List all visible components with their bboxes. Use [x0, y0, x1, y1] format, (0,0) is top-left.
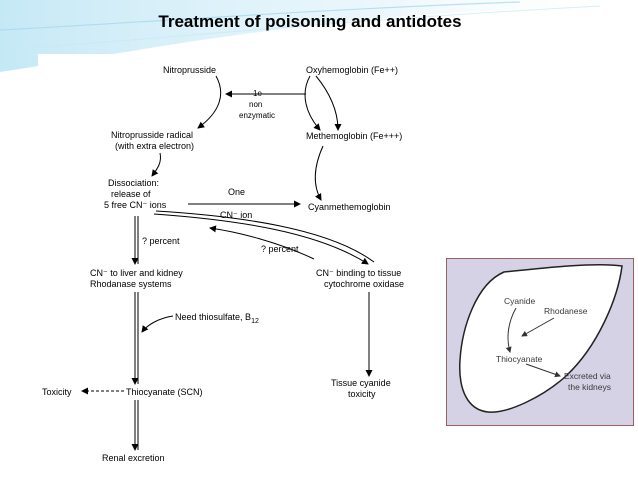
dissociation-label: release of [111, 189, 151, 199]
toxicity-label: Toxicity [42, 387, 72, 397]
one-cn-label: One [228, 187, 245, 197]
thiosulfate-label: Need thiosulfate, B12 [175, 312, 259, 325]
cyanide-pathway-diagram: Nitroprusside Oxyhemoglobin (Fe++) 1e no… [38, 54, 438, 469]
inset-excreted-label: Excreted via [564, 371, 611, 381]
inset-excreted-label: the kidneys [568, 382, 611, 392]
percent-right-label: ? percent [261, 244, 299, 254]
arrow [314, 145, 324, 201]
binding-label: cytochrome oxidase [324, 279, 404, 289]
arrow [197, 75, 222, 129]
inset-thiocyanate-label: Thiocyanate [496, 354, 543, 364]
one-cn-label: CN⁻ ion [220, 210, 252, 220]
arrow [521, 317, 555, 337]
arrow [304, 75, 321, 131]
cyanmethemoglobin-label: Cyanmethemoglobin [308, 202, 391, 212]
arrow [315, 75, 342, 131]
arrow [209, 225, 315, 260]
liver-cell-shape [459, 263, 623, 413]
dissociation-label: Dissociation: [108, 178, 159, 188]
slide-title: Treatment of poisoning and antidotes [158, 12, 462, 31]
arrow [153, 213, 369, 265]
liver-kidney-label: CN⁻ to liver and kidney [90, 268, 183, 278]
oxyhemoglobin-label: Oxyhemoglobin (Fe++) [306, 65, 398, 75]
tissue-toxicity-label: Tissue cyanide [331, 378, 391, 388]
electron-label: enzymatic [239, 111, 275, 120]
binding-label: CN⁻ binding to tissue [316, 268, 401, 278]
dissociation-label: 5 free CN⁻ ions [104, 200, 167, 210]
arrow [505, 307, 517, 353]
thiocyanate-label: Thiocyanate (SCN) [126, 387, 203, 397]
inset-rhodanese-label: Rhodanese [544, 306, 588, 316]
electron-label: non [249, 100, 262, 109]
inset-cyanide-label: Cyanide [504, 296, 535, 306]
renal-excretion-label: Renal excretion [102, 453, 165, 463]
arrow [151, 152, 161, 177]
arrow [525, 363, 561, 378]
nitroprusside-label: Nitroprusside [163, 65, 216, 75]
liver-rhodanese-inset: Cyanide Rhodanese Thiocyanate Excreted v… [446, 258, 634, 426]
arrow [141, 315, 174, 333]
arrow [155, 210, 375, 263]
tissue-toxicity-label: toxicity [348, 389, 376, 399]
radical-label: (with extra electron) [115, 141, 194, 151]
methemoglobin-label: Methemoglobin (Fe+++) [306, 131, 402, 141]
percent-left-label: ? percent [142, 236, 180, 246]
radical-label: Nitroprusside radical [111, 130, 193, 140]
liver-kidney-label: Rhodanase systems [90, 279, 172, 289]
